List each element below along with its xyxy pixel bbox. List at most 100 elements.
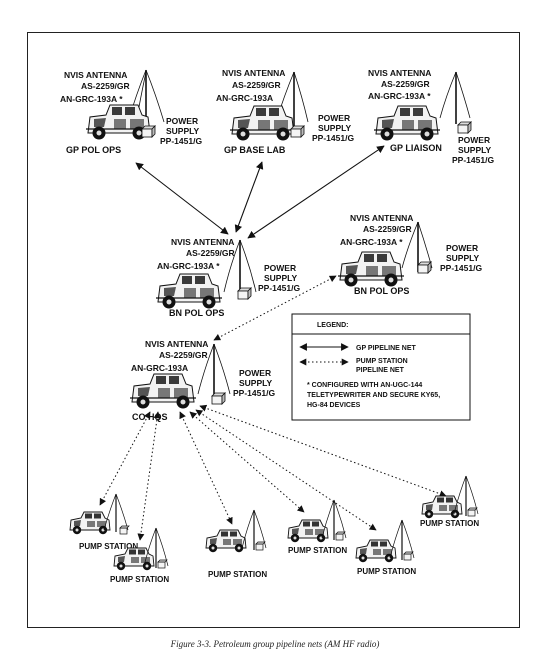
pump-station-label: PUMP STATION [79,542,138,551]
link-bn-co [213,275,337,341]
power-label-3: PP-1451/G [233,388,275,398]
legend: LEGEND: GP PIPELINE NET PUMP STATION PIP… [291,313,471,421]
humvee-icon [355,539,397,563]
pump-station-2: PUMP STATION [110,527,169,584]
nvis-antenna-icon [197,343,231,398]
power-label-2: SUPPLY [239,378,273,388]
power-supply-icon [211,392,226,405]
antenna-model: AS-2259/GR [159,350,208,360]
power-label-2: SUPPLY [264,273,298,283]
gp-pipeline-net-links [135,145,385,239]
pump-station-label: PUMP STATION [208,570,267,579]
figure-caption: Figure 3-3. Petroleum group pipeline net… [170,639,380,649]
pump-station-label: PUMP STATION [357,567,416,576]
radio-label: AN-GRC-193A [131,363,188,373]
power-label-1: POWER [446,243,478,253]
humvee-icon [129,373,197,410]
link-gp-liaison [247,145,385,239]
link-pump-1 [99,411,151,506]
power-label-3: PP-1451/G [258,283,300,293]
power-label-2: SUPPLY [446,253,480,263]
antenna-model: AS-2259/GR [186,248,235,258]
station-name: GP LIAISON [390,143,442,153]
antenna-model: AS-2259/GR [81,81,130,91]
power-label-2: SUPPLY [166,126,200,136]
legend-note-2: TELETYPEWRITER AND SECURE KY65, [307,392,440,399]
power-supply-icon [290,125,305,138]
antenna-label: NVIS ANTENNA [64,70,127,80]
antenna-label: NVIS ANTENNA [350,213,413,223]
pump-station-1: PUMP STATION [69,493,138,551]
radio-label: AN-GRC-193A * [340,237,403,247]
link-pump-2 [137,411,161,541]
power-supply-icon [457,121,472,134]
humvee-icon [229,105,297,142]
station-bn-pol-ops-right: NVIS ANTENNA AS-2259/GR AN-GRC-193A * PO… [337,213,482,296]
legend-gp-net: GP PIPELINE NET [356,345,416,352]
station-gp-base-lab: NVIS ANTENNA AS-2259/GR AN-GRC-193A POWE… [216,68,354,155]
pump-station-label: PUMP STATION [110,575,169,584]
power-label-2: SUPPLY [458,145,492,155]
humvee-icon [373,105,441,142]
humvee-icon [69,511,111,535]
station-co-hqs: NVIS ANTENNA AS-2259/GR AN-GRC-193A POWE… [129,339,275,422]
power-label-1: POWER [458,135,490,145]
legend-box [291,313,471,421]
legend-pump-net-2: PIPELINE NET [356,367,405,374]
power-label-3: PP-1451/G [452,155,494,165]
pump-station-4: PUMP STATION [287,499,347,555]
legend-pump-net-1: PUMP STATION [356,358,408,365]
power-label-1: POWER [264,263,296,273]
antenna-label: NVIS ANTENNA [368,68,431,78]
humvee-icon [337,251,405,288]
radio-label: AN-GRC-193A * [157,261,220,271]
pump-station-label: PUMP STATION [288,546,347,555]
power-supply-icon [403,551,414,561]
pump-station-6: PUMP STATION [420,475,479,528]
station-gp-pol-ops: NVIS ANTENNA AS-2259/GR AN-GRC-193A * PO… [60,69,202,155]
antenna-model: AS-2259/GR [381,79,430,89]
power-supply-icon [417,261,432,274]
radio-label: AN-GRC-193A * [368,91,431,101]
pump-station-net-links [99,275,447,541]
power-label-3: PP-1451/G [160,136,202,146]
station-name: GP BASE LAB [224,145,286,155]
humvee-icon [287,519,329,543]
station-name: GP POL OPS [66,145,121,155]
link-pump-5 [195,409,377,531]
link-pump-4 [189,411,305,513]
radio-label: AN-GRC-193A * [60,94,123,104]
pump-station-label: PUMP STATION [420,519,479,528]
power-supply-icon [467,507,478,517]
radio-label: AN-GRC-193A [216,93,273,103]
link-gp-base-lab [234,161,264,233]
station-gp-liaison: NVIS ANTENNA AS-2259/GR AN-GRC-193A * PO… [368,68,494,165]
power-supply-icon [255,541,266,551]
legend-title: LEGEND: [317,322,349,329]
antenna-model: AS-2259/GR [232,80,281,90]
power-label-1: POWER [239,368,271,378]
antenna-label: NVIS ANTENNA [145,339,208,349]
figure-frame [27,32,520,628]
power-label-3: PP-1451/G [440,263,482,273]
pump-station-5: PUMP STATION [355,519,416,576]
humvee-icon [155,273,223,310]
link-gp-pol-ops [135,162,229,235]
nvis-antenna-icon [439,71,471,124]
pump-station-3: PUMP STATION [205,509,267,579]
link-pump-3 [179,411,233,525]
humvee-icon [205,529,247,553]
station-name: BN POL OPS [354,286,409,296]
power-label-2: SUPPLY [318,123,352,133]
power-supply-icon [141,125,156,138]
antenna-label: NVIS ANTENNA [171,237,234,247]
power-supply-icon [157,559,168,569]
power-label-3: PP-1451/G [312,133,354,143]
antenna-label: NVIS ANTENNA [222,68,285,78]
power-supply-icon [237,287,252,300]
power-label-1: POWER [318,113,350,123]
antenna-model: AS-2259/GR [363,224,412,234]
legend-note-3: HG-84 DEVICES [307,402,361,409]
power-supply-icon [335,531,346,541]
